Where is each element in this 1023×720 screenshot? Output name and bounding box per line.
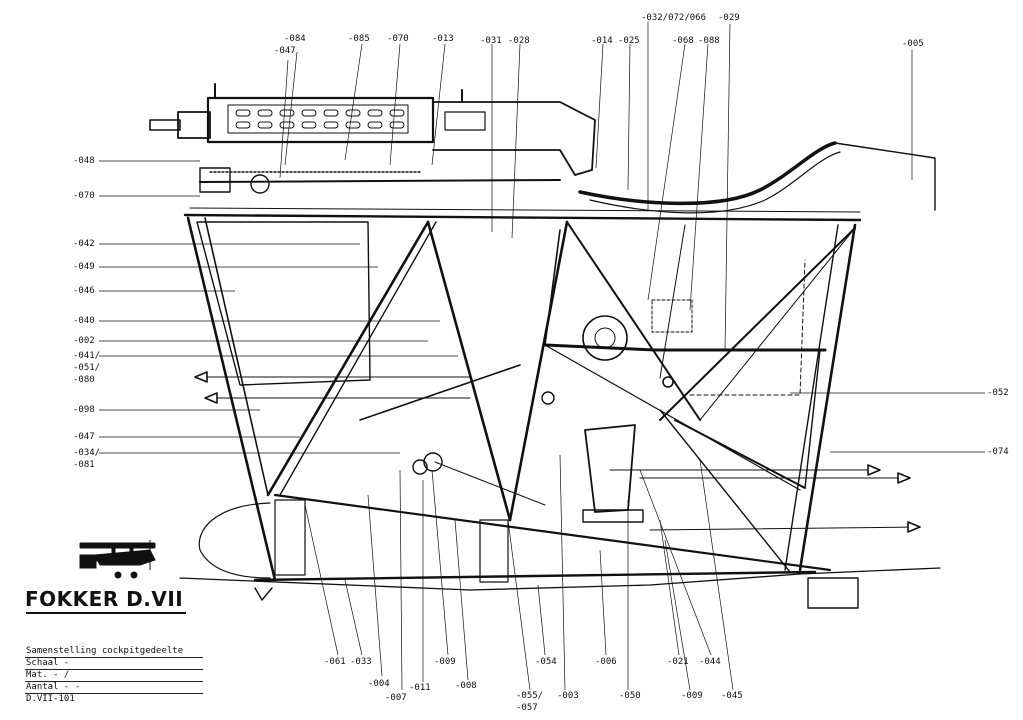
ammo-box <box>479 519 509 583</box>
callout-left-9: -080 <box>73 375 95 385</box>
brand-title: FOKKER D.VII <box>25 587 184 611</box>
callout-bottom-12: -050 <box>619 691 641 701</box>
machine-gun-assembly <box>149 83 596 176</box>
callout-bottom-0: -061 <box>324 657 346 667</box>
callout-bottom-7: -055/ <box>516 691 544 701</box>
callout-bottom-1: -033 <box>350 657 372 667</box>
callout-left-1: -070 <box>73 191 95 201</box>
cockpit-coaming <box>578 141 837 206</box>
callout-top-12: -088 <box>698 36 720 46</box>
callout-bottom-13: -021 <box>667 657 689 667</box>
callout-bottom-10: -003 <box>557 691 579 701</box>
callout-bottom-3: -007 <box>385 693 407 703</box>
control-wheel <box>582 315 628 361</box>
callout-left-0: -048 <box>73 156 95 166</box>
callout-top-2: -085 <box>348 34 370 44</box>
callout-left-8: -051/ <box>73 363 101 373</box>
callout-left-4: -046 <box>73 286 95 296</box>
callout-top-13: -005 <box>902 39 924 49</box>
callout-top-1: -047 <box>274 46 296 56</box>
callout-right-1: -074 <box>987 447 1009 457</box>
callout-left-10: -098 <box>73 405 95 415</box>
callout-bottom-2: -004 <box>368 679 390 689</box>
top-decking <box>834 142 936 211</box>
biplane-silhouette-icon <box>79 540 156 579</box>
callout-left-5: -040 <box>73 316 95 326</box>
title-block-row: D.VII-101 <box>26 694 75 704</box>
title-block-row: Samenstelling cockpitgedeelte <box>25 646 203 658</box>
fuselage-lower-outline <box>179 567 941 591</box>
nose-fairing <box>198 502 271 579</box>
callout-top-0: -084 <box>284 34 306 44</box>
callout-bottom-5: -009 <box>434 657 456 667</box>
brand-underline <box>26 612 186 614</box>
callout-left-2: -042 <box>73 239 95 249</box>
callout-bottom-6: -008 <box>455 681 477 691</box>
callout-bottom-11: -006 <box>595 657 617 667</box>
title-block-row: Aantal - - <box>25 682 203 694</box>
side-window <box>196 221 371 386</box>
callout-left-6: -002 <box>73 336 95 346</box>
callout-top-8: -025 <box>618 36 640 46</box>
callout-bottom-4: -011 <box>409 683 431 693</box>
callout-left-12: -034/ <box>73 448 101 458</box>
lower-panel <box>274 499 306 576</box>
upper-longeron <box>183 213 862 222</box>
callout-top-4: -013 <box>432 34 454 44</box>
callout-right-0: -052 <box>987 388 1009 398</box>
callout-left-7: -041/ <box>73 351 101 361</box>
title-block-row: Schaal - <box>25 658 203 670</box>
callout-left-11: -047 <box>73 432 95 442</box>
callout-left-3: -049 <box>73 262 95 272</box>
lower-rail <box>273 493 832 572</box>
callout-top-5: -031 <box>480 36 502 46</box>
callout-top-7: -014 <box>591 36 613 46</box>
callout-bottom-14: -044 <box>699 657 721 667</box>
callout-bottom-8: -057 <box>516 703 538 713</box>
callout-top-10: -029 <box>718 13 740 23</box>
callout-bottom-9: -054 <box>535 657 557 667</box>
callout-top-6: -028 <box>508 36 530 46</box>
callout-top-3: -070 <box>387 34 409 44</box>
callout-left-13: -081 <box>73 460 95 470</box>
callout-top-9: -032/072/066 <box>641 13 707 23</box>
title-block-row: Mat. - / <box>25 670 203 682</box>
instrument-plate <box>651 299 693 333</box>
seat <box>584 424 636 513</box>
callout-bottom-16: -045 <box>721 691 743 701</box>
callout-bottom-15: -009 <box>681 691 703 701</box>
lower-longeron <box>253 570 817 582</box>
title-block: Samenstelling cockpitgedeelte Schaal - M… <box>25 646 203 705</box>
callout-top-11: -068 <box>672 36 694 46</box>
